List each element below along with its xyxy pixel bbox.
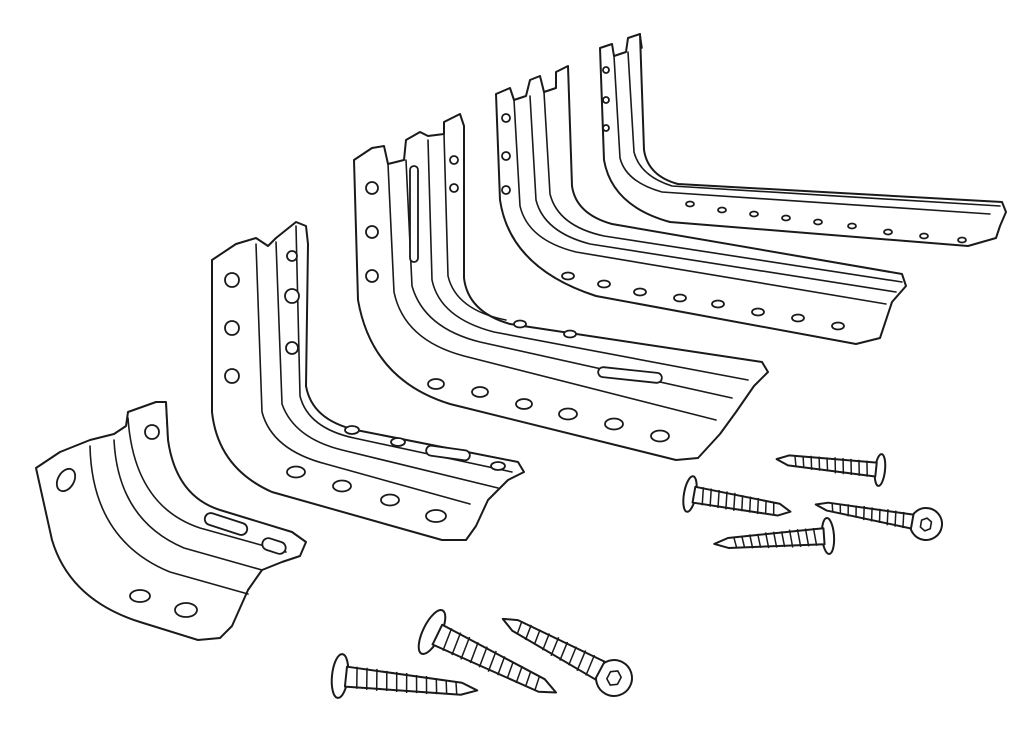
screw-right-4: [713, 517, 836, 555]
screw-bottom-2: [417, 609, 558, 694]
bracket-size-5: [599, 33, 1007, 247]
bracket-size-1: [35, 401, 307, 641]
bracket-size-2: [211, 221, 525, 541]
bracket-size-3: [353, 113, 769, 461]
screw-right-3: [814, 501, 943, 541]
screw-bottom-3: [501, 617, 633, 697]
screw-bottom-1: [330, 653, 479, 699]
screw-right-1: [682, 475, 792, 517]
screw-right-2: [775, 453, 887, 487]
bracket-size-4: [495, 65, 907, 345]
